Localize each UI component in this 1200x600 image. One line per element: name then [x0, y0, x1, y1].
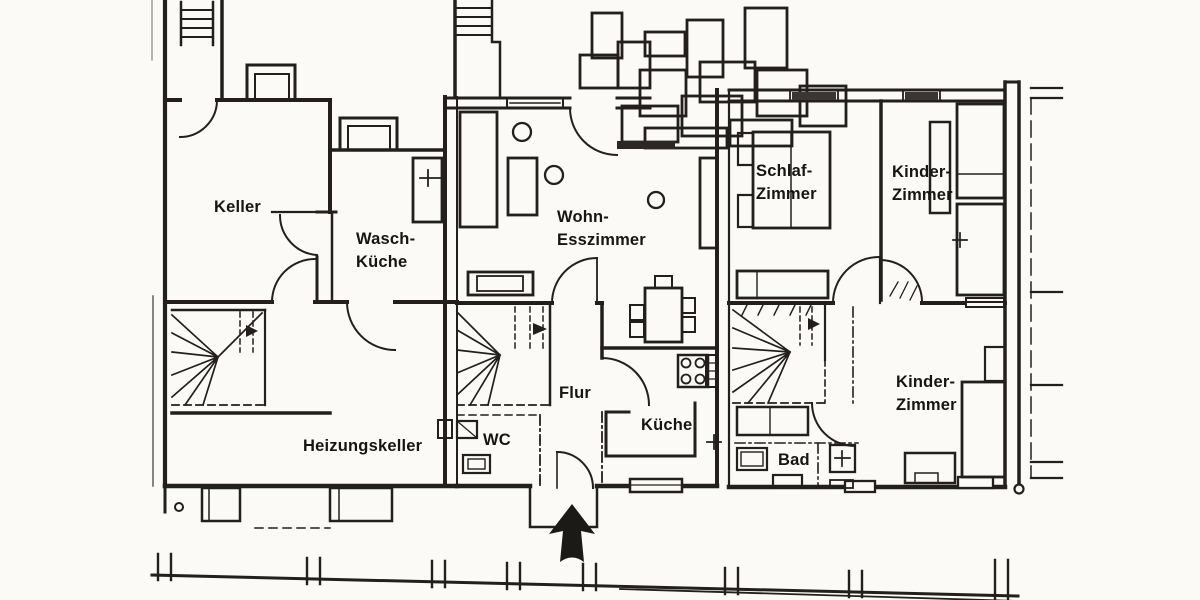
bad-fixtures [734, 405, 859, 489]
shelf [928, 120, 952, 215]
waschkueche-heizungskeller-door-arc [345, 300, 397, 352]
left-unit-doors [178, 98, 397, 352]
water-heater [828, 443, 857, 474]
survey-point-marker [1013, 483, 1025, 495]
exterior-stair-ladder-middle [453, 0, 502, 99]
room-label-kinderzimmer-1: Kinder- Zimmer [892, 163, 953, 205]
terrace-roof-collage [578, 6, 848, 150]
side-table [506, 156, 539, 217]
boiler-waschkueche [411, 156, 444, 224]
room-label-kinderzimmer-2: Kinder- Zimmer [896, 373, 957, 415]
sofa [458, 110, 499, 229]
bath-sink [771, 473, 804, 489]
keller-entry-door-arc [178, 98, 219, 139]
neighbour-wall-stubs [1029, 86, 1064, 480]
room-label-keller: Keller [214, 198, 262, 216]
room-label-kueche: Küche [641, 416, 693, 434]
terrace-door-arc [568, 106, 619, 157]
bathtub [735, 446, 769, 472]
dining-table-set [629, 275, 696, 344]
nightstand [736, 131, 755, 167]
room-label-heizungskeller: Heizungskeller [303, 437, 423, 455]
room-label-schlafzimmer: Schlaf- Zimmer [756, 162, 817, 204]
room-label-wc: WC [483, 431, 511, 449]
room-label-waschkueche: Wasch- Küche [356, 230, 416, 272]
bed [960, 380, 1007, 479]
plant-circle [511, 121, 533, 143]
left-unit-walls [151, 0, 460, 529]
shelf [983, 345, 1007, 383]
exterior-stair-ladder-left [179, 0, 224, 102]
kinderzimmer2-furniture [903, 345, 1007, 485]
plus-mark [834, 450, 851, 467]
entrance-door-arc [555, 450, 595, 490]
livingroom-furniture [458, 110, 719, 344]
bed [955, 102, 1006, 200]
kitchen-window [628, 477, 684, 494]
wc-fixtures [455, 414, 541, 487]
desk [903, 451, 957, 485]
middle-unit-walls [443, 0, 720, 529]
boundary-strip [150, 552, 1020, 600]
toilet [461, 453, 492, 475]
staircase-right [731, 301, 854, 405]
room-label-flur: Flur [559, 384, 591, 402]
right-unit-doors [810, 255, 924, 448]
middle-unit-doors [550, 106, 651, 490]
entrance-arrow-icon [549, 504, 595, 562]
schlafzimmer-furniture [735, 130, 832, 300]
cupboard [735, 405, 810, 437]
survey-point-marker [174, 502, 184, 512]
plus-mark [952, 232, 968, 248]
keller-waschkueche-door-arc [278, 213, 319, 257]
flur-kueche-door-arc [600, 356, 651, 407]
kitchen-fixtures [604, 353, 722, 458]
kinderzimmer1-furniture [928, 102, 1006, 297]
staircase-middle [455, 301, 552, 407]
bench [466, 270, 535, 297]
window [843, 479, 877, 494]
plant-circle [646, 190, 666, 210]
bad-corridor-door-arc [810, 401, 857, 448]
staircase-left [170, 308, 267, 407]
right-unit-walls [715, 80, 1064, 495]
keller-bay-window [245, 63, 297, 102]
wardrobe [955, 202, 1006, 297]
stair-direction-triangle-icon [808, 318, 820, 330]
nightstand [736, 193, 755, 229]
keller-stairhall-door-arc [270, 257, 317, 304]
window [956, 475, 995, 490]
stairhall-door-arc [831, 255, 881, 305]
waschkueche-bay-window [338, 116, 399, 152]
sideboard [735, 269, 830, 300]
livingroom-flur-door-arc [550, 256, 599, 305]
stair-direction-triangle-icon [246, 325, 258, 337]
plant-circle [543, 164, 565, 186]
room-label-bad: Bad [778, 451, 810, 469]
wc-basin [455, 419, 479, 440]
cellar-light-wells [200, 486, 394, 529]
kinderzimmer-door-arc [879, 258, 924, 305]
kitchen-counter [604, 401, 697, 458]
shelf [698, 156, 719, 250]
room-label-wohn-esszimmer: Wohn- Esszimmer [557, 208, 646, 250]
stair-direction-triangle-icon [533, 323, 547, 335]
